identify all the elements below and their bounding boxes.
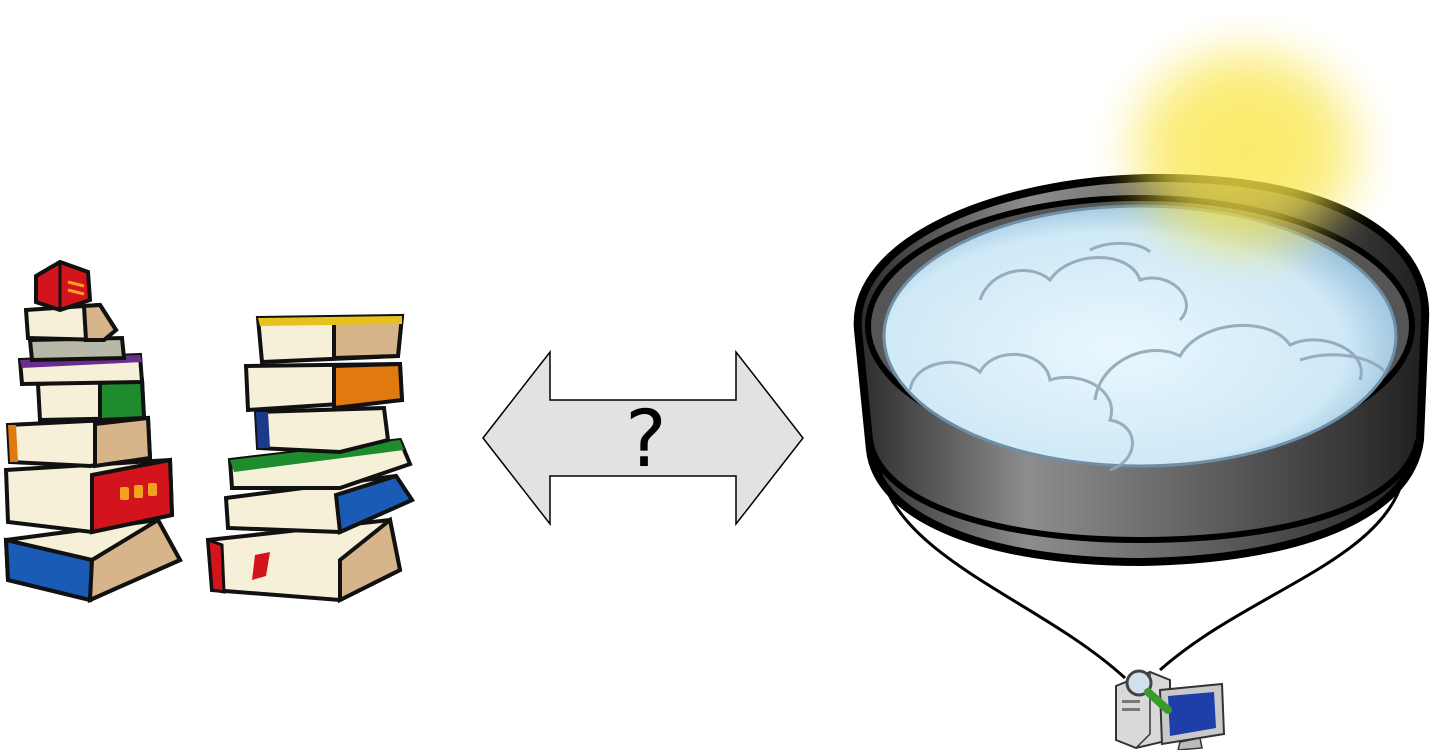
cloud-icon [908,241,1387,472]
double-arrow-shape [482,349,804,527]
cable-right [1159,469,1407,672]
computer-search-icon [1115,669,1226,750]
sun [1105,25,1385,275]
double-arrow: ? [482,349,804,527]
book-stack-icon [3,259,183,604]
cable-left [878,469,1127,680]
book-stack-icon [205,313,415,604]
data-lake [853,173,1430,680]
question-mark-label: ? [625,395,666,485]
middle-book-stack [205,313,415,604]
sun-icon [1105,25,1385,275]
computer [1115,669,1226,750]
left-book-stack [3,259,183,604]
